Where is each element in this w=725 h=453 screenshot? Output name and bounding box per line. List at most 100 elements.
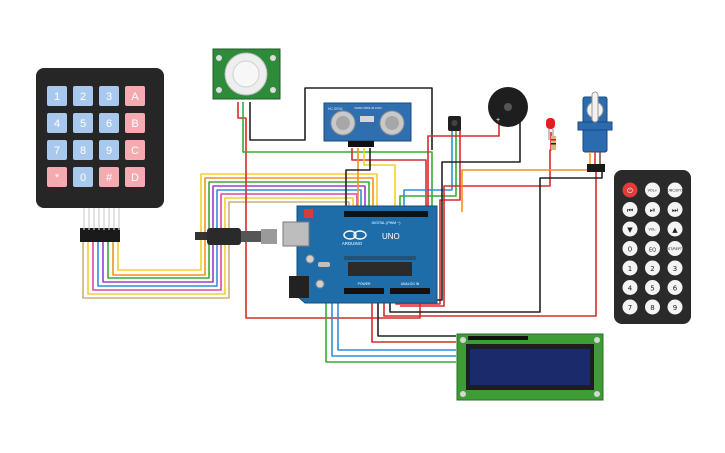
keypad-key-label: A — [131, 91, 139, 103]
keypad-key-label: 5 — [80, 118, 86, 130]
servo — [577, 91, 613, 172]
remote-button-x[interactable]: ⏻ — [622, 182, 638, 198]
remote-button-3[interactable]: 3 — [667, 260, 683, 276]
ultrasonic-left-label: HC-SR04 — [328, 107, 343, 111]
arduino-logo — [343, 230, 367, 240]
lcd-wire-red — [371, 296, 456, 343]
remote-button-label: 1 — [628, 265, 632, 273]
remote-button-label: ⏯ — [650, 207, 656, 215]
keypad-key-8[interactable]: 8 — [73, 140, 93, 160]
remote-button-label: 7 — [628, 304, 632, 312]
remote-button-9[interactable]: 9 — [667, 299, 683, 315]
keypad-key-4[interactable]: 4 — [47, 113, 67, 133]
arduino-model: UNO — [382, 232, 400, 241]
remote-button-0[interactable]: 0 — [622, 241, 638, 256]
keypad-key-2[interactable]: 2 — [73, 86, 93, 106]
remote-button-label: 2 — [650, 265, 654, 273]
remote-button-FUNC/STOP[interactable]: FUNC/STOP — [665, 182, 685, 198]
remote-button-EQ[interactable]: EQ — [645, 241, 660, 256]
ultrasonic-crystal — [360, 116, 374, 122]
digital-header — [344, 211, 428, 217]
ultrasonic-top-text: www.robot-ai.com — [355, 106, 382, 110]
lcd-wire-blue-2 — [331, 296, 456, 357]
power-header — [344, 288, 384, 294]
remote-button-7[interactable]: 7 — [622, 299, 638, 315]
remote-button-1[interactable]: 1 — [622, 260, 638, 276]
remote-button-label: 6 — [673, 285, 678, 293]
keypad-key-D[interactable]: D — [125, 167, 145, 187]
pir-wire-green — [242, 102, 433, 212]
power-jack — [289, 276, 309, 298]
remote-button-ST/REPT[interactable]: ST/REPT — [667, 241, 683, 256]
power-header-label: POWER — [358, 282, 371, 286]
keypad-key-label: B — [131, 118, 138, 130]
lcd-pins — [468, 336, 528, 340]
keypad-key-label: 3 — [106, 91, 112, 103]
remote-button-5[interactable]: 5 — [645, 280, 660, 295]
ir-remote: ⏻ VOL+ FUNC/STOP ⏮ ⏯ ⏭ ▼ VOL- ▲ 0 EQ ST/REPT 1 2 3 4 5 6 7… — [614, 170, 691, 324]
keypad-key-label: # — [106, 172, 113, 184]
keypad-key-1[interactable]: 1 — [47, 86, 67, 106]
keypad-key-5[interactable]: 5 — [73, 113, 93, 133]
keypad-key-label: 7 — [54, 145, 60, 157]
keypad-key-label: 6 — [106, 118, 112, 130]
remote-button-x[interactable]: ⏯ — [645, 202, 660, 217]
remote-button-VOL+[interactable]: VOL+ — [645, 182, 660, 198]
remote-button-label: 5 — [650, 285, 654, 293]
remote-button-label: FUNC/STOP — [665, 189, 684, 193]
keypad-key-9[interactable]: 9 — [99, 140, 119, 160]
remote-button-4[interactable]: 4 — [622, 280, 638, 295]
remote-button-x[interactable]: ⏮ — [622, 202, 638, 217]
keypad-key-label: 8 — [80, 145, 86, 157]
keypad-key-#[interactable]: # — [99, 167, 119, 187]
remote-button-6[interactable]: 6 — [667, 280, 683, 295]
pir-wire-black — [249, 87, 433, 150]
svg-text:+: + — [496, 117, 500, 124]
pir-wire-red — [237, 102, 421, 319]
remote-button-x[interactable]: ▼ — [622, 221, 638, 237]
keypad-key-B[interactable]: B — [125, 113, 145, 133]
buzzer-wire-red — [427, 120, 500, 212]
lcd-screen — [470, 349, 590, 385]
keypad-key-3[interactable]: 3 — [99, 86, 119, 106]
keypad-key-7[interactable]: 7 — [47, 140, 67, 160]
keypad-key-A[interactable]: A — [125, 86, 145, 106]
remote-button-8[interactable]: 8 — [645, 299, 660, 315]
crystal — [318, 262, 330, 267]
keypad-key-C[interactable]: C — [125, 140, 145, 160]
remote-button-label: VOL- — [649, 228, 658, 232]
lcd-wire-blue — [337, 296, 456, 351]
lcd-wire-green — [325, 296, 456, 363]
led-head — [546, 118, 555, 129]
remote-button-label: ▼ — [627, 226, 633, 234]
reset-button — [304, 209, 313, 218]
remote-button-VOL-[interactable]: VOL- — [645, 221, 660, 237]
keypad-key-6[interactable]: 6 — [99, 113, 119, 133]
remote-button-x[interactable]: ⏭ — [667, 202, 683, 217]
remote-button-2[interactable]: 2 — [645, 260, 660, 276]
remote-button-x[interactable]: ▲ — [667, 221, 683, 237]
remote-buttons: ⏻ VOL+ FUNC/STOP ⏮ ⏯ ⏭ ▼ VOL- ▲ 0 EQ ST/REPT 1 2 3 4 5 6 7… — [622, 182, 685, 315]
arduino-board: DIGITAL (PWM ~) ARDUINO UNO POWER ANALOG… — [282, 205, 438, 304]
keypad-key-*[interactable]: * — [47, 167, 67, 187]
capacitor-1 — [305, 254, 315, 264]
keypad-key-0[interactable]: 0 — [73, 167, 93, 187]
ultrasonic-pins — [348, 141, 374, 147]
keypad-wire-yellow — [117, 173, 378, 271]
us-wire-yellow — [363, 148, 396, 212]
microcontroller-chip — [348, 262, 412, 276]
servo-wire-red — [383, 164, 597, 317]
keypad-key-label: 4 — [54, 118, 60, 130]
keypad-wire-yellow-2 — [87, 197, 354, 295]
keypad-key-label: 9 — [106, 145, 112, 157]
remote-button-label: ▲ — [672, 226, 678, 234]
pir-sensor — [212, 48, 281, 100]
keypad-key-label: C — [131, 145, 139, 157]
remote-button-label: EQ — [649, 248, 656, 254]
remote-button-label: 9 — [673, 304, 677, 312]
keypad-key-label: D — [131, 172, 139, 184]
lcd-display — [456, 333, 604, 401]
usb-plug — [207, 228, 241, 245]
